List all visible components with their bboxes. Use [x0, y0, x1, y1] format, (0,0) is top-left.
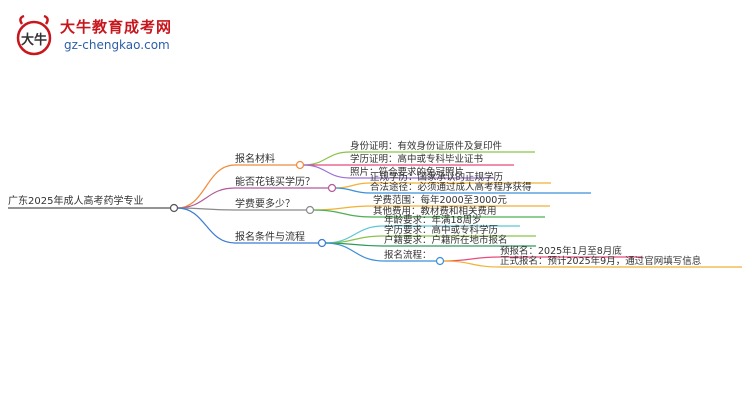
leaf-residency-requirement[interactable]: 户籍要求：户籍所在地市报名 [384, 234, 508, 246]
leaf-tuition-range[interactable]: 学费范围：每年2000至3000元 [373, 194, 507, 206]
leaf-photo[interactable]: 照片：符合要求的免冠照片 [350, 166, 464, 178]
branch-buy-degree[interactable]: 能否花钱买学历？ [235, 175, 315, 188]
conditions-collapse-toggle[interactable] [317, 238, 327, 248]
branch-materials[interactable]: 报名材料 [235, 152, 275, 165]
edge-process-leaf-0 [442, 256, 501, 262]
leaf-legit-degree[interactable]: 正规学历：国家承认的正规学历 [370, 171, 503, 183]
edge-branch-3-leaf-3 [324, 242, 385, 262]
leaf-id-proof[interactable]: 身份证明：有效身份证原件及复印件 [350, 140, 503, 152]
leaf-education-proof[interactable]: 学历证明：高中或专科毕业证书 [350, 153, 484, 165]
site-logo[interactable]: 大牛 大牛教育成考网 gz-chengkao.com [14, 14, 171, 62]
leaf-education-requirement[interactable]: 学历要求：高中或专科学历 [384, 224, 498, 236]
leaf-other-fees[interactable]: 其他费用：教材费和相关费用 [373, 205, 497, 217]
edge-root-branch-0 [176, 164, 236, 209]
edge-branch-1-leaf-1 [334, 187, 371, 194]
leaf-legal-route[interactable]: 合法途径：必须通过成人高考程序获得 [370, 181, 532, 193]
leaf-formal-registration[interactable]: 正式报名：预计2025年9月，通过官网填写信息 [500, 255, 701, 267]
logo-mark-text: 大牛 [21, 32, 47, 48]
buy-degree-collapse-toggle[interactable] [327, 183, 337, 193]
leaf-age-requirement[interactable]: 年龄要求：年满18周岁 [384, 214, 482, 226]
edge-root-branch-1 [176, 187, 236, 209]
edge-branch-2-leaf-0 [312, 205, 374, 211]
edge-process-leaf-1 [442, 260, 501, 268]
materials-collapse-toggle[interactable] [295, 160, 305, 170]
branch-conditions[interactable]: 报名条件与流程 [235, 230, 305, 243]
root-node[interactable]: 广东2025年成人高考药学专业 [8, 194, 143, 207]
edge-branch-1-leaf-0 [334, 182, 371, 189]
edge-branch-2-leaf-1 [312, 209, 374, 218]
root-collapse-toggle[interactable] [169, 203, 179, 213]
process-collapse-toggle[interactable] [435, 256, 445, 266]
leaf-pre-registration[interactable]: 预报名：2025年1月至8月底 [500, 245, 622, 257]
edge-root-branch-3 [176, 207, 236, 244]
bull-logo-icon: 大牛 [16, 14, 52, 56]
mind-map-nodes: 广东2025年成人高考药学专业 报名材料 身份证明：有效身份证原件及复印件 学历… [8, 140, 742, 268]
logo-title: 大牛教育成考网 [60, 18, 173, 36]
branch-tuition[interactable]: 学费要多少？ [235, 197, 295, 210]
sub-branch-process[interactable]: 报名流程： [384, 249, 432, 261]
tuition-collapse-toggle[interactable] [305, 205, 315, 215]
edge-branch-0-leaf-0 [302, 151, 351, 166]
logo-url[interactable]: gz-chengkao.com [64, 38, 170, 52]
edge-branch-0-leaf-2 [302, 164, 351, 179]
mind-map-edges [176, 151, 501, 268]
edge-branch-3-leaf-0 [324, 225, 385, 244]
